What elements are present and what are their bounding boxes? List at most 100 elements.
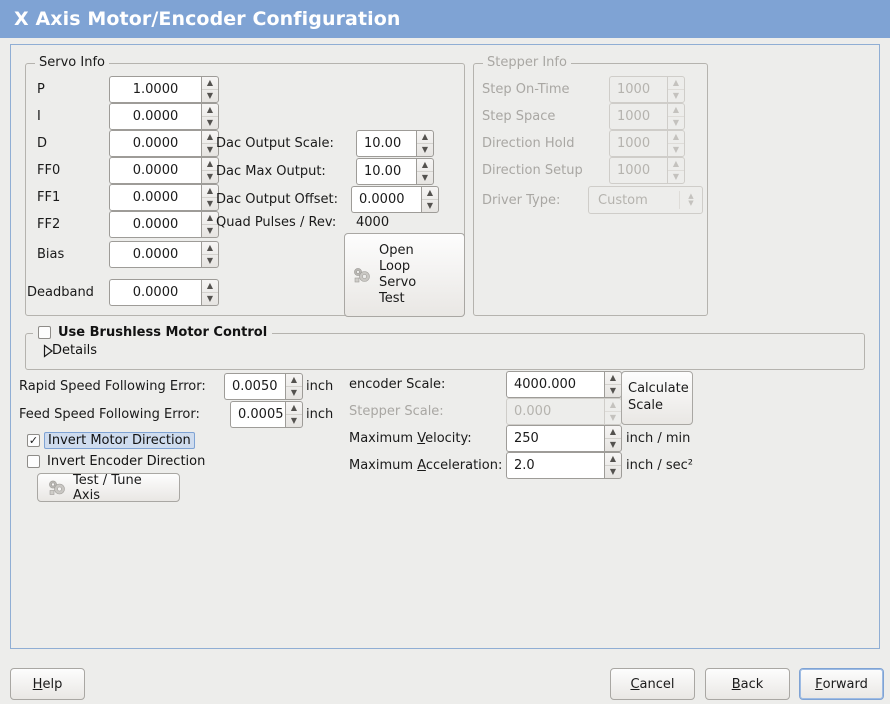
servo-value-p[interactable]: 1.0000: [109, 76, 201, 103]
servo-spin-deadband-buttons[interactable]: ▲ ▼: [201, 279, 219, 306]
spin-down-icon[interactable]: ▼: [286, 386, 302, 399]
servo-spin-i[interactable]: 0.0000 ▲ ▼: [109, 103, 219, 130]
chevron-right-icon[interactable]: [35, 343, 54, 358]
spin-down-icon[interactable]: ▼: [202, 224, 218, 237]
spin-up-icon[interactable]: ▲: [426, 188, 434, 197]
encoder-scale-value[interactable]: 4000.000: [506, 371, 604, 398]
spin-down-icon[interactable]: ▼: [422, 199, 438, 212]
spin-down-icon[interactable]: ▼: [202, 254, 218, 267]
spin-up-icon[interactable]: ▲: [206, 243, 214, 252]
calculate-scale-button[interactable]: Calculate Scale: [621, 371, 693, 425]
servo-value-bias[interactable]: 0.0000: [109, 241, 201, 268]
servo-value-d[interactable]: 0.0000: [109, 130, 201, 157]
servo-spin-d[interactable]: 0.0000 ▲ ▼: [109, 130, 219, 157]
servo-value-deadband[interactable]: 0.0000: [109, 279, 201, 306]
dac-max-output-value[interactable]: 10.00: [356, 158, 416, 185]
spin-down-icon[interactable]: ▼: [417, 143, 433, 156]
checkbox-box[interactable]: [38, 326, 51, 339]
dac-output-scale-value[interactable]: 10.00: [356, 130, 416, 157]
spin-down-icon[interactable]: ▼: [605, 384, 621, 397]
maximum-acceleration-spin-buttons[interactable]: ▲ ▼: [604, 452, 622, 479]
spin-up-icon[interactable]: ▲: [206, 105, 214, 114]
spin-down-icon[interactable]: ▼: [605, 465, 621, 478]
maximum-acceleration-spin[interactable]: 2.0 ▲ ▼: [506, 452, 622, 479]
servo-value-ff2[interactable]: 0.0000: [109, 211, 201, 238]
servo-spin-p-buttons[interactable]: ▲ ▼: [201, 76, 219, 103]
feed-following-error-spin[interactable]: 0.0005 ▲ ▼: [230, 401, 303, 428]
spin-up-icon[interactable]: ▲: [206, 186, 214, 195]
invert-motor-direction-checkbox[interactable]: ✓ Invert Motor Direction: [27, 432, 195, 449]
maximum-velocity-spin[interactable]: 250 ▲ ▼: [506, 425, 622, 452]
dac-max-output-spin[interactable]: 10.00 ▲ ▼: [356, 158, 434, 185]
servo-spin-i-buttons[interactable]: ▲ ▼: [201, 103, 219, 130]
servo-value-ff1[interactable]: 0.0000: [109, 184, 201, 211]
spin-down-icon[interactable]: ▼: [202, 143, 218, 156]
dac-max-output-spin-buttons[interactable]: ▲ ▼: [416, 158, 434, 185]
spin-up-icon[interactable]: ▲: [609, 373, 617, 382]
dac-output-scale-spin[interactable]: 10.00 ▲ ▼: [356, 130, 434, 157]
servo-spin-ff2[interactable]: 0.0000 ▲ ▼: [109, 211, 219, 238]
spin-up-icon[interactable]: ▲: [421, 160, 429, 169]
checkbox-box[interactable]: [27, 455, 40, 468]
spin-down-icon[interactable]: ▼: [202, 197, 218, 210]
dac-output-offset-label: Dac Output Offset:: [216, 192, 338, 207]
servo-spin-ff0[interactable]: 0.0000 ▲ ▼: [109, 157, 219, 184]
max-accel-label-pre: Maximum: [349, 458, 418, 473]
spin-down-icon[interactable]: ▼: [417, 171, 433, 184]
servo-value-i[interactable]: 0.0000: [109, 103, 201, 130]
spin-down-icon[interactable]: ▼: [202, 116, 218, 129]
rapid-following-error-spin-buttons[interactable]: ▲ ▼: [285, 373, 303, 400]
spin-down-icon[interactable]: ▼: [202, 292, 218, 305]
servo-spin-bias-buttons[interactable]: ▲ ▼: [201, 241, 219, 268]
spin-up-icon[interactable]: ▲: [609, 454, 617, 463]
encoder-scale-spin[interactable]: 4000.000 ▲ ▼: [506, 371, 622, 398]
invert-encoder-direction-checkbox[interactable]: Invert Encoder Direction: [27, 454, 205, 469]
spin-up-icon[interactable]: ▲: [206, 281, 214, 290]
maximum-velocity-spin-buttons[interactable]: ▲ ▼: [604, 425, 622, 452]
details-expander[interactable]: Details: [35, 343, 97, 358]
feed-following-error-row: Feed Speed Following Error: 0.0005 ▲ ▼ i…: [19, 401, 333, 428]
checkbox-box-checked[interactable]: ✓: [27, 434, 40, 447]
dac-output-offset-spin[interactable]: 0.0000 ▲ ▼: [351, 186, 439, 213]
maximum-acceleration-value[interactable]: 2.0: [506, 452, 604, 479]
invert-encoder-direction-label: Invert Encoder Direction: [47, 454, 206, 469]
use-brushless-motor-control-checkbox[interactable]: Use Brushless Motor Control: [33, 325, 273, 340]
servo-spin-p[interactable]: 1.0000 ▲ ▼: [109, 76, 219, 103]
test-tune-axis-button[interactable]: Test / Tune Axis: [37, 473, 180, 503]
spin-down-icon[interactable]: ▼: [202, 89, 218, 102]
open-loop-servo-test-button[interactable]: Open Loop Servo Test: [344, 233, 465, 317]
dac-output-offset-spin-buttons[interactable]: ▲ ▼: [421, 186, 439, 213]
rapid-following-error-spin[interactable]: 0.0050 ▲ ▼: [224, 373, 303, 400]
spin-up-icon[interactable]: ▲: [206, 213, 214, 222]
spin-up-icon[interactable]: ▲: [290, 403, 298, 412]
spin-up-icon[interactable]: ▲: [206, 132, 214, 141]
servo-spin-d-buttons[interactable]: ▲ ▼: [201, 130, 219, 157]
spin-up-icon[interactable]: ▲: [206, 78, 214, 87]
spin-up-icon[interactable]: ▲: [206, 159, 214, 168]
encoder-scale-spin-buttons[interactable]: ▲ ▼: [604, 371, 622, 398]
servo-spin-ff2-buttons[interactable]: ▲ ▼: [201, 211, 219, 238]
spin-down-icon[interactable]: ▼: [286, 414, 302, 427]
servo-spin-bias[interactable]: 0.0000 ▲ ▼: [109, 241, 219, 268]
spin-up-icon[interactable]: ▲: [290, 375, 298, 384]
spin-up-icon[interactable]: ▲: [421, 132, 429, 141]
spin-up-icon[interactable]: ▲: [609, 427, 617, 436]
servo-spin-ff1-buttons[interactable]: ▲ ▼: [201, 184, 219, 211]
feed-following-error-value[interactable]: 0.0005: [230, 401, 285, 428]
dac-output-offset-value[interactable]: 0.0000: [351, 186, 421, 213]
dac-output-scale-spin-buttons[interactable]: ▲ ▼: [416, 130, 434, 157]
feed-following-error-spin-buttons[interactable]: ▲ ▼: [285, 401, 303, 428]
servo-spin-ff1[interactable]: 0.0000 ▲ ▼: [109, 184, 219, 211]
maximum-velocity-value[interactable]: 250: [506, 425, 604, 452]
servo-spin-deadband[interactable]: 0.0000 ▲ ▼: [109, 279, 219, 306]
servo-spin-ff0-buttons[interactable]: ▲ ▼: [201, 157, 219, 184]
dac-output-offset-row: Dac Output Offset: 0.0000 ▲ ▼: [216, 186, 439, 213]
rapid-following-error-value[interactable]: 0.0050: [224, 373, 285, 400]
spin-down-icon[interactable]: ▼: [605, 438, 621, 451]
servo-value-ff0[interactable]: 0.0000: [109, 157, 201, 184]
spin-down-icon[interactable]: ▼: [202, 170, 218, 183]
